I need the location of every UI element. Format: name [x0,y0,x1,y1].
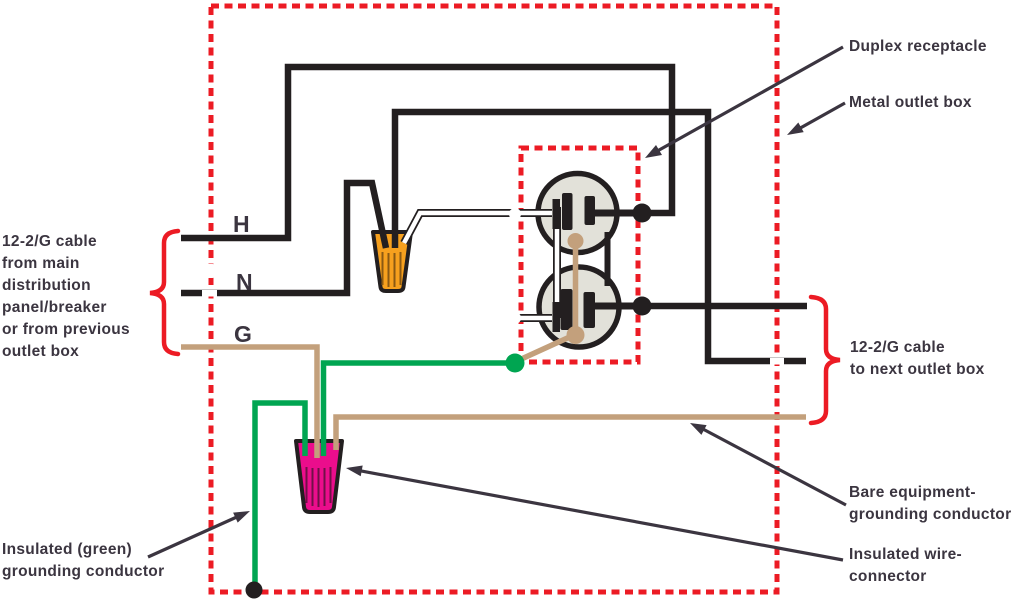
bare-ground-label: Bare equipment- grounding conductor [849,484,1012,523]
ground-wire-letter: G [234,321,252,347]
ground-wire-in [181,344,320,458]
white-pigtail [402,210,552,245]
duplex-receptacle-arrow [645,45,844,158]
neutral-wire-in [181,179,390,297]
lower-ground-terminal-dot [566,326,585,344]
insulated-connector-arrow [346,465,844,562]
green-ground-screw-dot [505,353,525,373]
green-ground-to-box [252,400,308,588]
upper-neutral-slot [562,193,573,230]
neutral-out-white-mark [770,358,784,365]
lower-hot-terminal-dot [632,296,652,316]
box-ground-screw-dot [245,581,263,599]
bare-ground-arrow [690,423,847,507]
duplex-receptacle-label: Duplex receptacle [849,38,987,55]
metal-outlet-box-outline [208,3,780,595]
neutral-wire-letter: N [236,269,253,295]
cable-entry-marker [203,264,218,278]
upper-neutral-terminal-screw [552,199,560,229]
lower-neutral-slot [560,289,573,330]
green-ground-arrow [147,511,250,559]
white-wire-dot [509,208,521,220]
green-ground-label: Insulated (green) grounding conductor [2,541,165,580]
metal-outlet-box-label: Metal outlet box [849,94,972,111]
upper-hot-slot [584,196,595,225]
magenta-connector-ridges [305,467,332,507]
metal-outlet-box-arrow [787,101,846,135]
next-cable-brace [808,294,841,426]
ground-wire-out [333,414,806,450]
hot-wire-in [181,63,676,242]
lower-hot-slot [583,292,595,328]
white-pigtail-outline [400,209,552,245]
green-ground-to-receptacle [320,360,512,456]
source-cable-label: 12-2/G cable from main distribution pane… [2,233,130,360]
insulated-connector-label: Insulated wire- connector [849,546,963,585]
lower-neutral-terminal-screw [552,302,560,332]
neutral-wire-out [391,108,806,365]
open-terminal-ring [509,312,521,324]
upper-ground-terminal-dot [567,233,584,249]
ground-pigtail-diagonal [515,332,576,364]
source-cable-brace [149,228,181,357]
upper-hot-terminal-dot [632,203,652,223]
orange-connector-ridges [381,252,402,287]
next-cable-label: 12-2/G cable to next outlet box [850,339,985,378]
duplex-receptacle-outline [518,145,641,365]
hot-wire-letter: H [233,211,250,237]
neutral-in-white-mark [202,290,217,297]
